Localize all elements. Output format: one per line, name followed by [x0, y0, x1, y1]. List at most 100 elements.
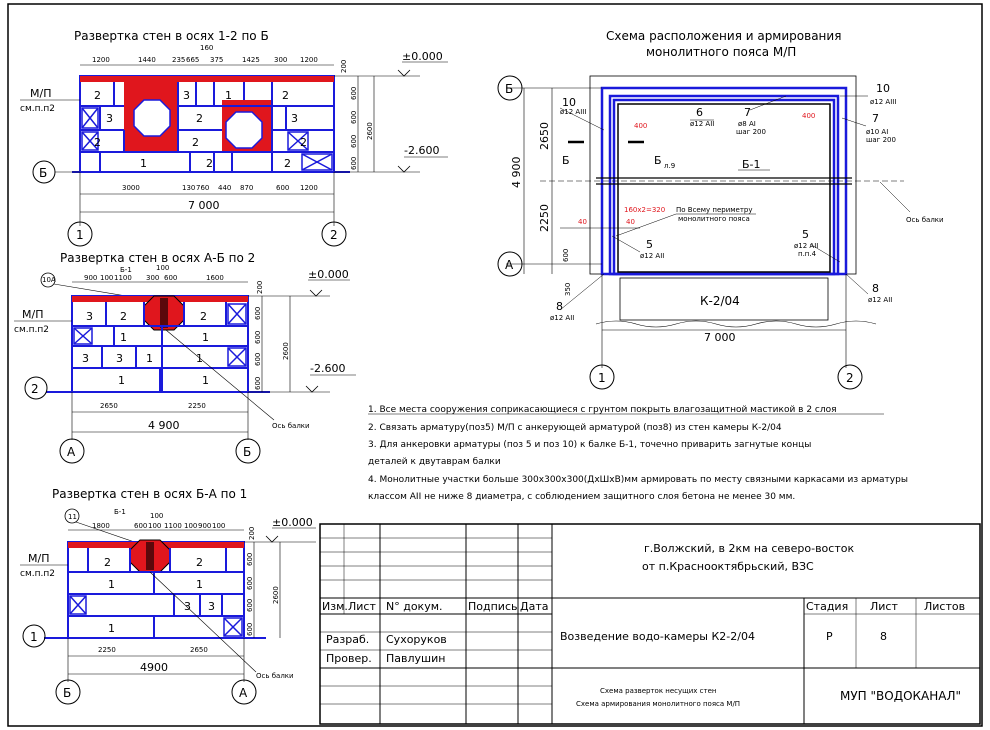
svg-text:ø12 AII: ø12 AII: [794, 242, 818, 250]
svg-text:2: 2: [104, 556, 111, 569]
svg-text:350: 350: [564, 283, 572, 296]
svg-text:1: 1: [120, 331, 127, 344]
svg-text:шаг 200: шаг 200: [866, 136, 896, 144]
svg-text:Б: Б: [562, 154, 570, 167]
svg-text:ø12 AII: ø12 AII: [550, 314, 574, 322]
title-block-text: г.Волжский, в 2км на северо-восток от п.…: [322, 542, 965, 708]
plan-title-line1: Схема расположения и армирования: [606, 29, 841, 43]
svg-text:1: 1: [76, 228, 84, 242]
svg-text:Б: Б: [39, 166, 47, 180]
svg-text:Б: Б: [243, 445, 251, 459]
svg-text:8: 8: [872, 282, 879, 295]
svg-text:3: 3: [208, 600, 215, 613]
svg-text:2: 2: [94, 136, 101, 149]
svg-text:Б-1: Б-1: [114, 508, 126, 516]
svg-text:А: А: [239, 686, 248, 700]
svg-text:2650: 2650: [190, 646, 208, 654]
svg-text:7: 7: [872, 112, 879, 125]
drawing-2-block-labels: 3 2 2 1 1 3 3 1 1 1 1: [82, 310, 209, 387]
svg-text:3: 3: [184, 600, 191, 613]
svg-text:1: 1: [108, 578, 115, 591]
svg-text:Б: Б: [654, 154, 662, 167]
svg-text:Листов: Листов: [924, 600, 965, 613]
svg-text:200: 200: [340, 60, 348, 73]
drawing-1-pipe-left: [133, 99, 171, 137]
svg-text:200: 200: [248, 527, 256, 540]
svg-text:1200: 1200: [300, 184, 318, 192]
svg-text:Провер.: Провер.: [326, 652, 372, 665]
svg-text:монолитного пояса: монолитного пояса: [678, 215, 750, 223]
svg-text:3: 3: [106, 112, 113, 125]
svg-text:1800: 1800: [92, 522, 110, 530]
svg-text:665: 665: [186, 56, 199, 64]
drawing-1-level-top: ±0.000: [402, 50, 443, 63]
svg-text:600: 600: [350, 157, 358, 170]
drawing-1-block-labels: 2 3 3 1 3 2 2 2 2 2 1 2 2: [94, 89, 307, 170]
svg-text:600: 600: [254, 353, 262, 366]
drawing-1-mp-label: М/П: [30, 87, 51, 100]
project-name: Возведение водо-камеры К2-2/04: [560, 630, 755, 643]
drawing-1-axis-2: [321, 221, 347, 247]
svg-text:1100: 1100: [114, 274, 132, 282]
drawing-1-level-bottom: -2.600: [404, 144, 439, 157]
svg-text:1100: 1100: [164, 522, 182, 530]
svg-text:ø12 AIII: ø12 AIII: [560, 108, 586, 116]
svg-text:1: 1: [598, 371, 606, 385]
svg-text:см.п.п2: см.п.п2: [14, 325, 49, 335]
svg-text:2: 2: [94, 89, 101, 102]
svg-text:600: 600: [350, 111, 358, 124]
svg-text:3: 3: [86, 310, 93, 323]
svg-text:2600: 2600: [366, 122, 374, 140]
svg-text:2: 2: [31, 382, 39, 396]
svg-text:1: 1: [30, 630, 38, 644]
svg-text:100: 100: [156, 264, 169, 272]
svg-text:600: 600: [134, 522, 147, 530]
svg-text:1200: 1200: [92, 56, 110, 64]
svg-text:Б: Б: [63, 686, 71, 700]
svg-text:1440: 1440: [138, 56, 156, 64]
drawing-3-wall-development: Развертка стен в осях Б-А по 1 Б-1 11 18…: [20, 487, 316, 705]
organization: МУП "ВОДОКАНАЛ": [840, 689, 961, 703]
svg-text:1: 1: [196, 578, 203, 591]
drawing-2-title: Развертка стен в осях А-Б по 2: [60, 251, 255, 265]
svg-text:600: 600: [350, 87, 358, 100]
svg-text:3000: 3000: [122, 184, 140, 192]
developer-name: Сухоруков: [386, 633, 447, 646]
plan-monolithic-belt: Схема расположения и армирования монолит…: [497, 29, 944, 390]
svg-text:6: 6: [696, 106, 703, 119]
drawing-1-title: Развертка стен в осях 1-2 по Б: [74, 29, 269, 43]
svg-text:2: 2: [200, 310, 207, 323]
svg-text:2: 2: [330, 228, 338, 242]
svg-text:1: 1: [146, 352, 153, 365]
svg-text:2: 2: [192, 136, 199, 149]
svg-text:100: 100: [184, 522, 197, 530]
location-line2: от п.Краснооктябрьский, ВЗС: [642, 560, 814, 573]
svg-text:3: 3: [116, 352, 123, 365]
checker-name: Павлушин: [386, 652, 445, 665]
svg-text:±0.000: ±0.000: [272, 516, 313, 529]
svg-text:-2.600: -2.600: [310, 362, 345, 375]
svg-text:600: 600: [562, 249, 570, 262]
svg-text:600: 600: [246, 577, 254, 590]
drawing-1-wall-development: Развертка стен в осях 1-2 по Б 1200 1440…: [20, 29, 448, 247]
svg-text:400: 400: [802, 112, 815, 120]
svg-text:11: 11: [68, 513, 77, 521]
drawing-2-total-dim: 4 900: [148, 419, 180, 432]
svg-text:1: 1: [118, 374, 125, 387]
svg-text:600: 600: [254, 331, 262, 344]
plan-rebar-labels: 10 ø12 AIII 10 ø12 AIII 6 ø12 AII 7 ø8 A…: [550, 82, 896, 322]
svg-text:40: 40: [578, 218, 587, 226]
svg-text:2: 2: [284, 157, 291, 170]
svg-text:5: 5: [802, 228, 809, 241]
svg-text:Изм.: Изм.: [322, 600, 348, 613]
svg-text:Б-1: Б-1: [742, 158, 761, 171]
svg-text:1600: 1600: [206, 274, 224, 282]
svg-text:1200: 1200: [300, 56, 318, 64]
drawing-3-block-labels: 2 2 1 1 3 3 1: [104, 556, 215, 635]
svg-text:7 000: 7 000: [704, 331, 736, 344]
svg-text:2: 2: [282, 89, 289, 102]
location-line1: г.Волжский, в 2км на северо-восток: [644, 542, 854, 555]
svg-text:160x2=320: 160x2=320: [624, 206, 665, 214]
svg-text:2: 2: [846, 371, 854, 385]
